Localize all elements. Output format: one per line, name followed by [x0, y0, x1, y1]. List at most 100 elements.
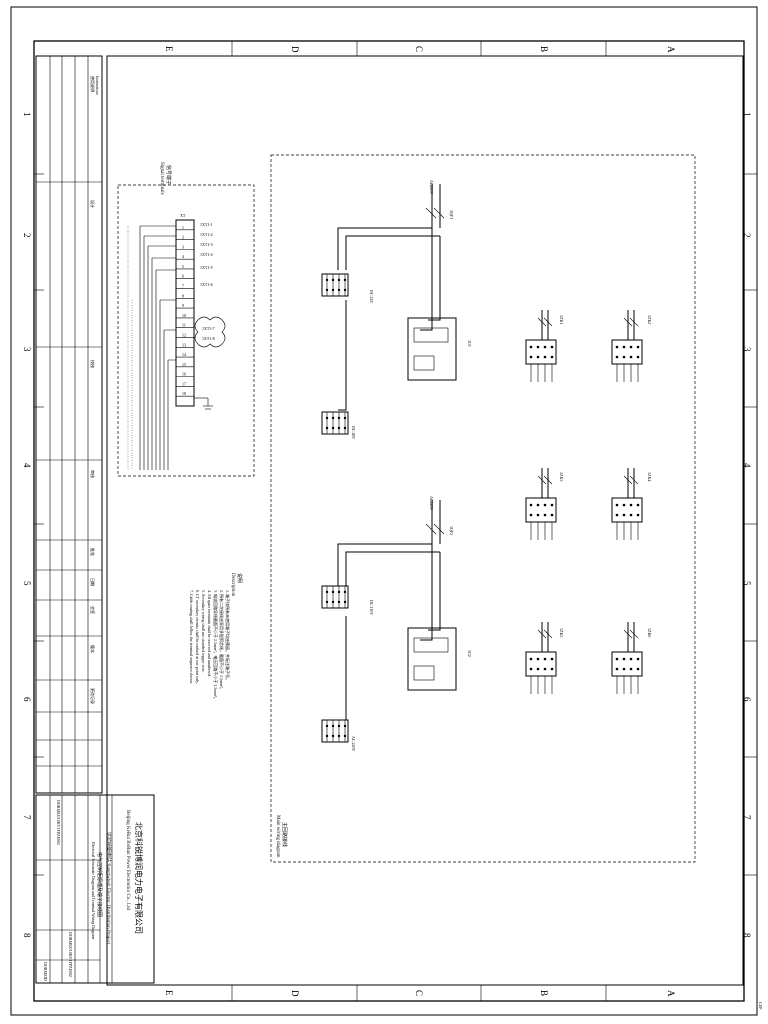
branch-dot [543, 667, 547, 671]
terminal-number: 9 [182, 303, 184, 308]
main-box-caption-en: Main wiring diagram [275, 815, 280, 858]
branch-dot [622, 657, 626, 661]
dc-label: DC 48V [351, 426, 356, 440]
block-dot [325, 416, 329, 420]
sheet-border: E D C B A E D C B A 1 2 3 4 5 6 7 8 1 2 [10, 6, 758, 1016]
block-dot [331, 600, 335, 604]
block-dot [337, 600, 341, 604]
branch-dot [536, 513, 540, 517]
block-dot [325, 590, 329, 594]
drawing-number-repeat: DOBMSZ/10KV1FPZE002 [68, 932, 73, 977]
branch-dot [529, 667, 533, 671]
branch-terminal [525, 339, 557, 365]
branch-dot [550, 355, 554, 359]
branch-dot [543, 355, 547, 359]
main-wiring-box: 主回路接线 Main wiring diagram AC220V 1QF1 1U… [270, 154, 696, 863]
signal-label: 1XT1-8 [202, 336, 215, 341]
doc-code: DOBMSZ [43, 962, 48, 979]
terminal-block [321, 273, 349, 297]
terminal-number: 18 [182, 391, 186, 396]
breaker-label: 1QF2 [449, 526, 454, 535]
branch-dot [636, 503, 640, 507]
cable-bundle [139, 225, 176, 470]
terminal-number: 14 [182, 352, 186, 357]
branch-dot [629, 513, 633, 517]
terminal-block [321, 585, 349, 609]
branch-dot [615, 345, 619, 349]
branch-dot [636, 667, 640, 671]
branch-dot [636, 345, 640, 349]
signal-label: 1XT1-2 [200, 232, 213, 237]
zone-letters-top: E D C B A [164, 46, 676, 53]
zone-letter: D [290, 990, 300, 997]
company-name-en: Beijing KeRui BoRun Power Electronics Co… [125, 810, 130, 910]
branch-dot [615, 657, 619, 661]
terminal-number: 1 [182, 225, 184, 230]
branch-label: 1ZK3 [559, 472, 564, 481]
signal-label: 1XT1-1 [200, 222, 213, 227]
block-dot [337, 288, 341, 292]
block-dot [337, 416, 341, 420]
block-dot [331, 426, 335, 430]
zone-number: 4 [22, 463, 32, 468]
branch-dot [629, 355, 633, 359]
terminal-block [321, 719, 349, 743]
zone-number: 6 [22, 697, 32, 702]
zone-number: 8 [22, 933, 32, 938]
block-dot [343, 278, 347, 282]
branch-dot [629, 667, 633, 671]
signal-box-title-en: Signal terminals [159, 162, 164, 195]
ac-label: AC220V [429, 180, 434, 195]
branch-dot [615, 355, 619, 359]
notes-block: 说明 Description 1. 端子排所有未使用端子均应预留，并标注端子号。… [189, 573, 243, 701]
branch-dot [543, 513, 547, 517]
branch-dot [543, 657, 547, 661]
block-dot [331, 724, 335, 728]
branch-dot [536, 667, 540, 671]
switch-icon [623, 629, 639, 639]
block-dot [325, 278, 329, 282]
terminal-number: 2 [182, 235, 184, 240]
revision-row: 校核 [90, 360, 96, 368]
project-name: 达拉哈斯电站 Bangladesh Electric Distribution … [105, 832, 112, 945]
revision-row: 版本 [90, 645, 96, 653]
revision-row: 设计 [90, 200, 96, 208]
branch-dot [629, 503, 633, 507]
block-dot [343, 416, 347, 420]
block-dot [337, 590, 341, 594]
terminal-number: 10 [182, 313, 186, 318]
block-body [321, 719, 349, 743]
zone-letter: B [539, 990, 549, 996]
main-box-caption: 主回路接线 [281, 822, 288, 847]
dc-label: DC 24V [369, 290, 374, 304]
zone-letter: D [290, 46, 300, 53]
controller-module [407, 317, 457, 381]
branch-dot [615, 503, 619, 507]
note-line: 1. 端子排所有未使用端子均应预留，并标注端子号。 [225, 590, 231, 682]
branch-dot [529, 657, 533, 661]
branch-dot [636, 355, 640, 359]
zone-number: 6 [742, 697, 752, 702]
branch-dot [636, 513, 640, 517]
branch-dot [529, 355, 533, 359]
branch-dot [550, 657, 554, 661]
signal-label: 1XT1-6 [200, 282, 213, 287]
terminal-number: 8 [182, 293, 184, 298]
branch-dot [529, 513, 533, 517]
zone-number: 3 [22, 347, 32, 352]
block-dot [343, 426, 347, 430]
block-dot [325, 600, 329, 604]
terminal-number: 12 [182, 332, 186, 337]
block-dot [343, 288, 347, 292]
title-block: 北京科锐博润电力电子有限公司 Beijing KeRui BoRun Power… [35, 794, 155, 984]
block-dot [331, 590, 335, 594]
terminal-number: 15 [182, 362, 186, 367]
branch-dot [622, 513, 626, 517]
terminal-block [321, 411, 349, 435]
note-line: 2. 所有二次接线应采用多股铜芯线，截面不小于 1.5mm²。 [219, 590, 225, 691]
zone-number: 5 [22, 581, 32, 586]
branch-label: 1ZK6 [647, 628, 652, 637]
ac-label: AC220V [429, 496, 434, 511]
zone-number: 2 [742, 233, 752, 238]
